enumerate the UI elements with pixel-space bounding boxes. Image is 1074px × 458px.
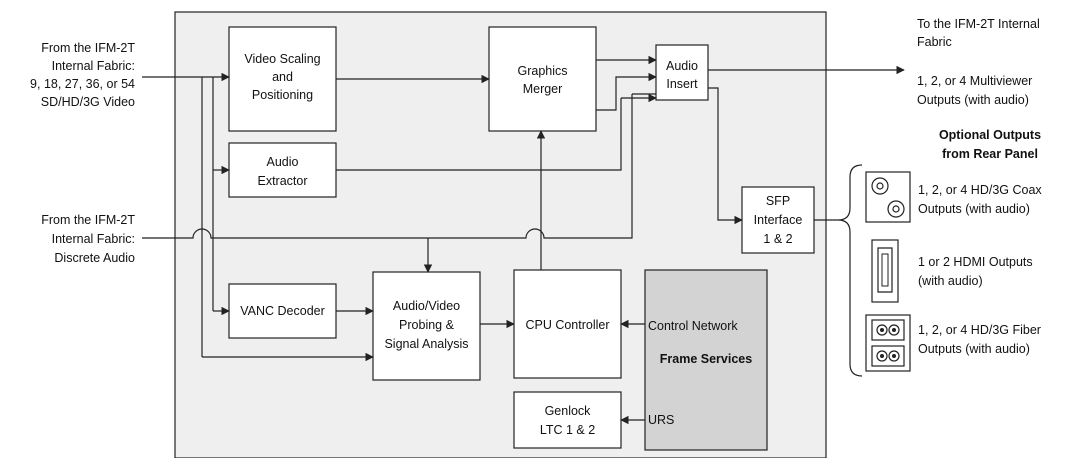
block-label: Signal Analysis bbox=[384, 337, 468, 351]
cpu-controller-block: CPU Controller bbox=[513, 269, 622, 379]
output-label-line: Fabric bbox=[917, 35, 952, 49]
hdmi-output-label: 1 or 2 HDMI Outputs bbox=[918, 255, 1033, 269]
video-input-label: From the IFM-2T Internal Fabric: 9, 18, … bbox=[30, 41, 135, 109]
audio-insert-block: Audio Insert bbox=[655, 44, 709, 101]
video-scaling-block: Video Scaling and Positioning bbox=[228, 26, 337, 132]
output-label-line: Outputs (with audio) bbox=[917, 93, 1029, 107]
block-label: Audio bbox=[267, 155, 299, 169]
input-label-line: Internal Fabric: bbox=[52, 232, 135, 246]
block-label: VANC Decoder bbox=[240, 304, 325, 318]
output-fabric-label: To the IFM-2T Internal Fabric 1, 2, or 4… bbox=[917, 17, 1040, 107]
control-network-label: Control Network bbox=[648, 319, 738, 333]
coax-connector-icon bbox=[865, 171, 911, 223]
block-label: and bbox=[272, 70, 293, 84]
block-label: Probing & bbox=[399, 318, 455, 332]
graphics-merger-block: Graphics Merger bbox=[488, 26, 597, 132]
block-label: Interface bbox=[754, 213, 803, 227]
hdmi-connector-icon bbox=[871, 239, 899, 303]
input-label-line: Discrete Audio bbox=[54, 251, 135, 265]
audio-input-label: From the IFM-2T Internal Fabric: Discret… bbox=[41, 213, 135, 265]
input-label-line: Internal Fabric: bbox=[52, 59, 135, 73]
block-label: CPU Controller bbox=[525, 318, 609, 332]
urs-label: URS bbox=[648, 413, 674, 427]
output-label-line: To the IFM-2T Internal bbox=[917, 17, 1040, 31]
frame-services-panel bbox=[644, 269, 768, 451]
av-probing-block: Audio/Video Probing & Signal Analysis bbox=[372, 271, 481, 381]
input-label-line: 9, 18, 27, 36, or 54 bbox=[30, 77, 135, 91]
output-label-line: 1, 2, or 4 Multiviewer bbox=[917, 74, 1032, 88]
optional-outputs-title: Optional Outputs bbox=[939, 128, 1041, 142]
block-label: Genlock bbox=[545, 404, 592, 418]
block-label: Graphics bbox=[517, 64, 567, 78]
vanc-decoder-block: VANC Decoder bbox=[228, 283, 337, 339]
optional-outputs-title: from Rear Panel bbox=[942, 147, 1038, 161]
fiber-output-label: Outputs (with audio) bbox=[918, 342, 1030, 356]
input-label-line: From the IFM-2T bbox=[41, 41, 135, 55]
block-label: 1 & 2 bbox=[763, 232, 792, 246]
fiber-output-label: 1, 2, or 4 HD/3G Fiber bbox=[918, 323, 1041, 337]
sfp-interface-block: SFP Interface 1 & 2 bbox=[741, 186, 815, 254]
block-label: Audio bbox=[666, 59, 698, 73]
block-label: Insert bbox=[666, 77, 698, 91]
block-label: Audio/Video bbox=[393, 299, 460, 313]
signal-lines bbox=[142, 55, 905, 425]
input-label-line: SD/HD/3G Video bbox=[41, 95, 135, 109]
block-label: SFP bbox=[766, 194, 790, 208]
audio-extractor-block: Audio Extractor bbox=[228, 142, 337, 198]
coax-output-label: 1, 2, or 4 HD/3G Coax bbox=[918, 183, 1042, 197]
hdmi-output-label: (with audio) bbox=[918, 274, 983, 288]
block-label: LTC 1 & 2 bbox=[540, 423, 595, 437]
coax-output-label: Outputs (with audio) bbox=[918, 202, 1030, 216]
block-label: Positioning bbox=[252, 88, 313, 102]
block-label: Video Scaling bbox=[244, 52, 320, 66]
input-label-line: From the IFM-2T bbox=[41, 213, 135, 227]
block-label: Merger bbox=[523, 82, 563, 96]
frame-services-title: Frame Services bbox=[660, 352, 752, 366]
block-label: Extractor bbox=[257, 174, 307, 188]
fiber-connector-icon bbox=[865, 314, 911, 372]
genlock-block: Genlock LTC 1 & 2 bbox=[513, 391, 622, 449]
